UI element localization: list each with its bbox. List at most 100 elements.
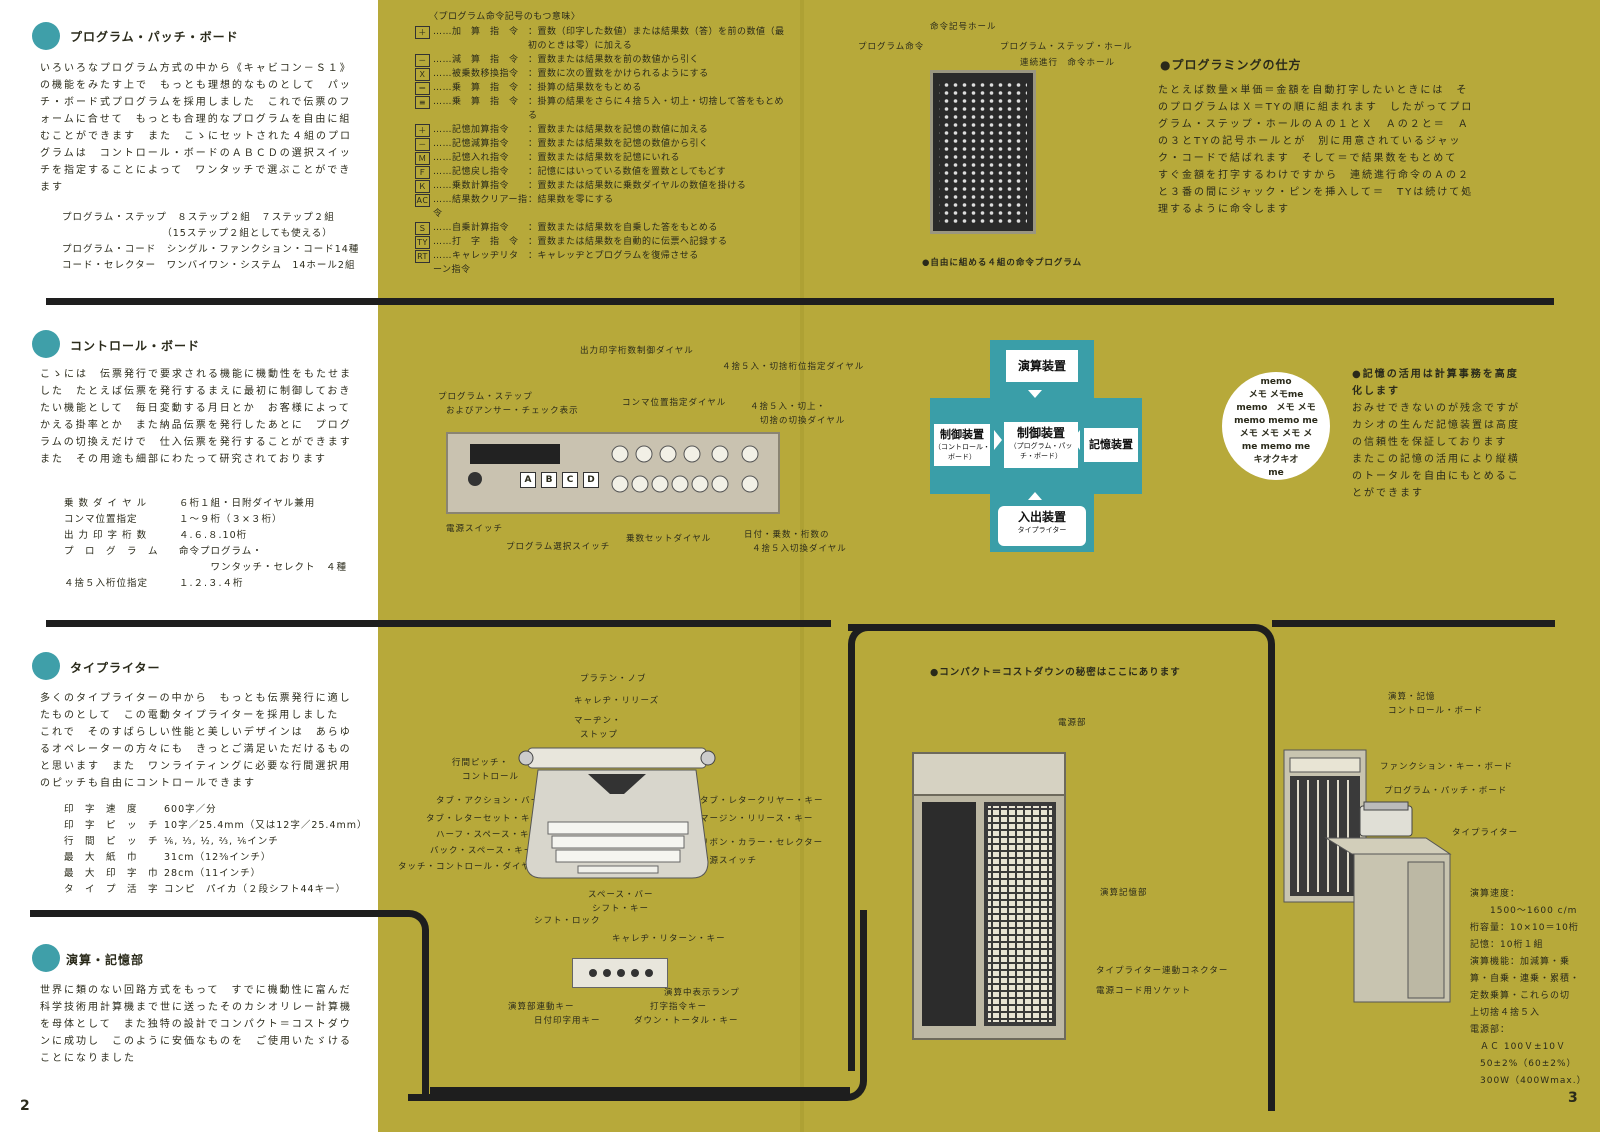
cabinet-left-bay [922,802,976,1026]
full-spec: 300W（400Wmax.） [1470,1076,1587,1086]
command-row: TY……打 字 指 令：置数または結果数を自動的に伝票へ記録する [415,235,785,249]
s3-spec-key: 最 大 紙 巾 [64,852,138,863]
full-system-image [1283,749,1452,1003]
tw-label-marginrel: マージン・リリース・キー [700,814,814,824]
diagram-io-label: 入出装置 [1017,510,1066,524]
s2-spec-val: １.２.３.４桁 [179,578,244,589]
compact-label-conn: タイプライター連動コネクター [1096,966,1229,976]
command-desc: ：掛算の結果数をもとめる [528,83,642,93]
full-spec: 演算速度： [1470,889,1521,899]
section-dot-4 [32,944,60,972]
cabinet-top [914,754,1064,796]
command-name: ……自乗計算指令 [433,223,510,233]
command-symbol: AC [415,194,430,207]
memory-body: おみせできないのが残念ですがカシオの生んだ記憶装置は高度の信頼性を保証しておりま… [1352,403,1520,499]
section-dot-1 [32,22,60,50]
memo-line: メモ メモ メモ メ [1239,429,1313,439]
full-spec: 記憶：10桁１組 [1470,940,1544,950]
command-row: ＋……記憶加算指令：置数または結果数を記憶の数値に加える [415,123,785,137]
cb-label-mult: 乗数セットダイヤル [626,534,712,544]
command-row: Ｘ……被乗数移換指令：置数に次の置数をかけられるようにする [415,67,785,81]
frame-bottom-curve [408,910,867,1101]
switch-c[interactable]: C [562,472,578,488]
tw-label-margin2: ストップ [580,730,619,740]
diagram-control-center-sub: （プログラム・パッチ・ボード） [1009,442,1073,460]
switch-a[interactable]: A [520,472,536,488]
patch-caption: ●自由に組める４組の命令プログラム [922,258,1083,268]
s1-spec: （15ステップ２組としても使える） [62,228,333,239]
command-symbol: ＋ [415,26,430,39]
tw-label-release: キャレヂ・リリーズ [574,696,660,706]
s2-spec-val: ６桁１組・日附ダイヤル兼用 [179,498,316,509]
command-desc: ：置数または結果数を前の数値から引く [528,55,700,65]
frame-right [848,624,1275,1111]
cb-label-digits: 出力印字桁数制御ダイヤル [580,346,694,356]
key-label-lamp: 演算中表示ランプ [664,988,740,998]
s3-spec-val: 10字／25.4mm（又は12字／25.4mm） [164,820,368,831]
compact-label-calc: 演算記憶部 [1100,888,1148,898]
patch-label-hole: 命令記号ホール [930,22,997,32]
command-symbol: Ｘ [415,68,430,81]
memo-line: me memo me [1241,442,1311,452]
command-desc: ：置数または結果数を自動的に伝票へ記録する [528,237,728,247]
s3-spec-key: 印 字 ピ ッ チ [64,820,159,831]
key-label-down: ダウン・トータル・キー [634,1016,739,1026]
command-row: Ｆ……記憶戻し指令：記憶にはいっている数値を置数としてもどす [415,165,785,179]
switch-b[interactable]: B [541,472,557,488]
full-spec: 上切捨４捨５入 [1470,1008,1541,1018]
key-label-type: 打字指令キー [650,1002,708,1012]
tw-label-tabclear: タブ・レタークリヤー・キー [700,796,824,806]
command-desc: ：記憶にはいっている数値を置数としてもどす [528,167,727,177]
s2-spec-val: １～９桁（３×３桁） [179,514,283,525]
tw-label-platen: プラテン・ノブ [580,674,647,684]
s2-spec: プ ロ グ ラ ム命令プログラム・ [64,544,347,560]
diagram-calc: 演算装置 [1006,350,1078,382]
full-label-1: 演算・記憶 [1388,692,1436,702]
cb-label-select: プログラム選択スイッチ [506,542,611,552]
command-desc: ：置数または結果数を記憶の数値に加える [528,125,709,135]
s2-spec-val: ４.６.８.10桁 [179,530,248,541]
patch-label-cont: 連続進行 命令ホール [1020,58,1116,68]
s3-spec-val: 28cm（11インチ） [164,868,262,879]
cb-label-date: 日付・乗数・桁数の [744,530,830,540]
diagram-control-left-label: 制御装置 [940,428,984,441]
command-symbol: Ｆ [415,166,430,179]
full-label-3: ファンクション・キー・ボード [1380,762,1514,772]
full-specs: 演算速度： 1500～1600 c/m 桁容量：10×10＝10桁 記憶：10桁… [1470,886,1587,1090]
cb-label-power: 電源スイッチ [446,524,504,534]
s2-spec-key: 出 力 印 字 桁 数 [64,530,148,541]
full-spec: 算・自乗・連乗・累積・ [1470,974,1581,984]
tw-label-tabset: タブ・レターセット・キー [426,814,541,824]
full-spec: 1500～1600 c/m [1470,906,1578,916]
switch-d[interactable]: D [583,472,599,488]
command-name: ……減 算 指 令 [433,55,519,65]
tw-label-margin: マーヂン・ [574,716,622,726]
diagram-control-left-sub: （コントロール・ボード） [934,443,990,461]
key-label-link: 演算部連動キー [508,1002,575,1012]
command-name: ……記憶減算指令 [433,139,510,149]
command-row: AC……結果数クリアー指令：結果数を零にする [415,193,785,221]
command-symbol: Ｋ [415,180,430,193]
full-spec: 50±2%（60±2%） [1470,1059,1577,1069]
patch-label-program: プログラム命令 [858,42,925,52]
s2-spec-val: ワンタッチ・セレクト ４種 [179,562,348,573]
page-gutter [800,0,804,1132]
full-spec: 桁容量：10×10＝10桁 [1470,923,1579,933]
tw-label-power: 電源スイッチ [700,856,758,866]
relay-rack [984,802,1056,1026]
command-name: ……キャレッヂリターン指令 [433,251,519,275]
memo-line: memo メモ メモ [1236,403,1316,413]
tw-label-shiftlock: シフト・ロック [534,916,601,926]
s1-spec: コード・セレクター ワンバイワン・システム 14ホール2組 [62,260,356,271]
key-label-date: 日付印字用キー [534,1016,601,1026]
command-row: Ｋ……乗数計算指令：置数または結果数に乗数ダイヤルの数値を掛ける [415,179,785,193]
dial-array [611,445,759,493]
command-symbol: ＝ [415,82,430,95]
compact-title: ●コンパクト＝コストダウンの秘密はここにあります [930,667,1181,678]
command-name: ……乗 算 指 令 [433,97,519,107]
command-row: Ｓ……自乗計算指令：置数または結果数を自乗した答をもとめる [415,221,785,235]
page-number-left: 2 [20,1098,30,1114]
s3-spec-key: 最 大 印 字 巾 [64,868,159,879]
